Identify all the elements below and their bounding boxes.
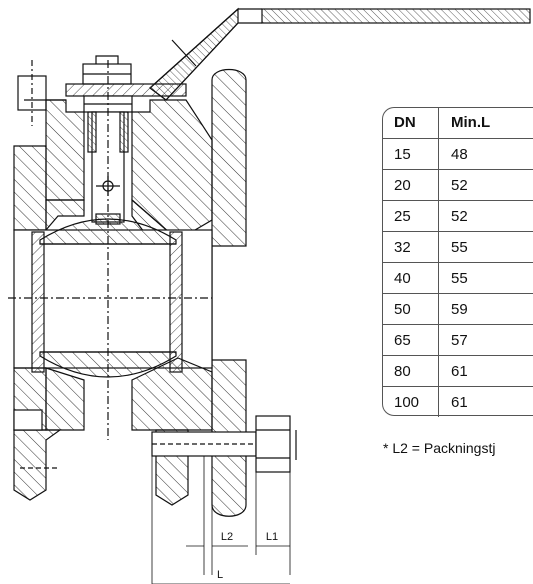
cell-min-l: 61 xyxy=(451,393,468,411)
cell-dn: 50 xyxy=(382,294,439,325)
cell-min-l: 61 xyxy=(439,356,533,387)
dimension-table-frame xyxy=(382,107,533,416)
cell-dn: 80 xyxy=(382,356,439,387)
cell-min-l: 52 xyxy=(439,201,533,232)
stop-screw xyxy=(17,60,66,126)
cell-min-l: 52 xyxy=(439,170,533,201)
footnote: * L2 = Packningstj xyxy=(383,440,496,456)
ball-and-bore xyxy=(8,60,213,440)
lever-handle xyxy=(149,7,531,101)
cell-dn: 32 xyxy=(382,232,439,263)
dimension-lines xyxy=(151,456,291,584)
table-row: 100 61 xyxy=(382,387,533,417)
flange-bolt xyxy=(151,415,297,473)
cell-dn: 20 xyxy=(382,170,439,201)
table-header-row: DN Min.L xyxy=(382,107,533,139)
dim-label-l2: L2 xyxy=(221,531,233,543)
cell-min-l: 55 xyxy=(439,232,533,263)
valve-body-upper xyxy=(13,99,213,241)
cell-min-l: 57 xyxy=(439,325,533,356)
valve-body-lower xyxy=(13,357,213,506)
cell-min-l: 59 xyxy=(439,294,533,325)
cell-dn: 15 xyxy=(382,139,439,170)
cell-dn: 65 xyxy=(382,325,439,356)
header-min-l: Min.L xyxy=(439,107,533,139)
header-dn: DN xyxy=(382,107,439,139)
cell-min-l: 48 xyxy=(439,139,533,170)
dim-label-l1: L1 xyxy=(266,531,278,543)
cell-min-l: 55 xyxy=(439,263,533,294)
cell-dn: 25 xyxy=(382,201,439,232)
dim-label-l: L xyxy=(217,569,223,581)
cell-dn: 100 xyxy=(382,387,439,417)
cell-dn: 40 xyxy=(382,263,439,294)
